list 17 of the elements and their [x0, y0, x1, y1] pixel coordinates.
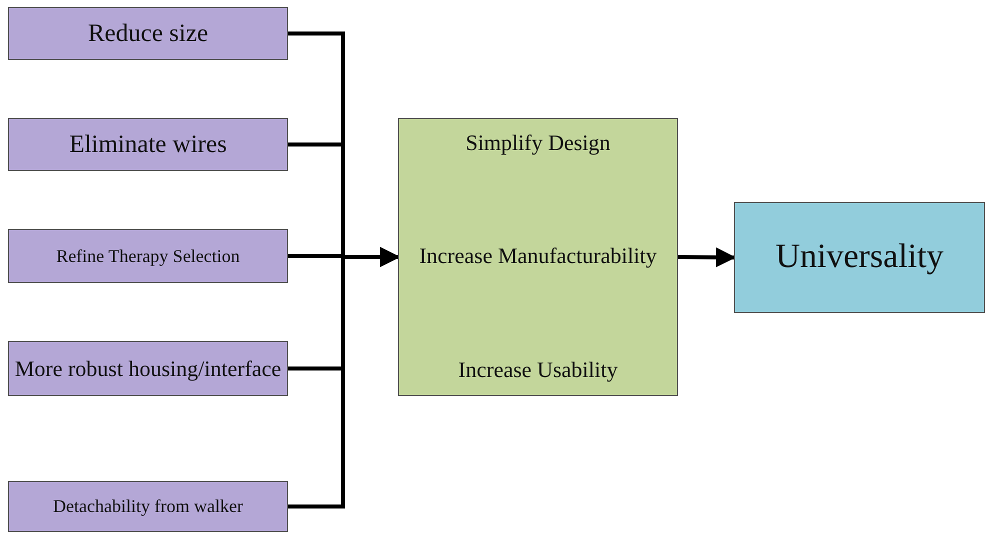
process-box	[8, 7, 288, 60]
process-box	[398, 118, 678, 396]
process-box	[8, 481, 288, 532]
process-box	[8, 229, 288, 283]
process-box	[8, 341, 288, 396]
node-text: Simplify Design	[466, 129, 610, 156]
process-box	[8, 118, 288, 171]
node-text: Increase Usability	[458, 356, 618, 383]
node-text: Reduce size	[88, 18, 208, 49]
node-text: Eliminate wires	[69, 130, 227, 160]
node-text: More robust housing/interface	[14, 354, 282, 382]
arrow	[678, 247, 736, 268]
node-text: Refine Therapy Selection	[56, 244, 240, 268]
node-text: Universality	[775, 237, 944, 278]
process-box	[734, 202, 985, 313]
node-text: Detachability from walker	[53, 495, 243, 518]
node-text: Increase Manufacturability	[419, 242, 657, 270]
